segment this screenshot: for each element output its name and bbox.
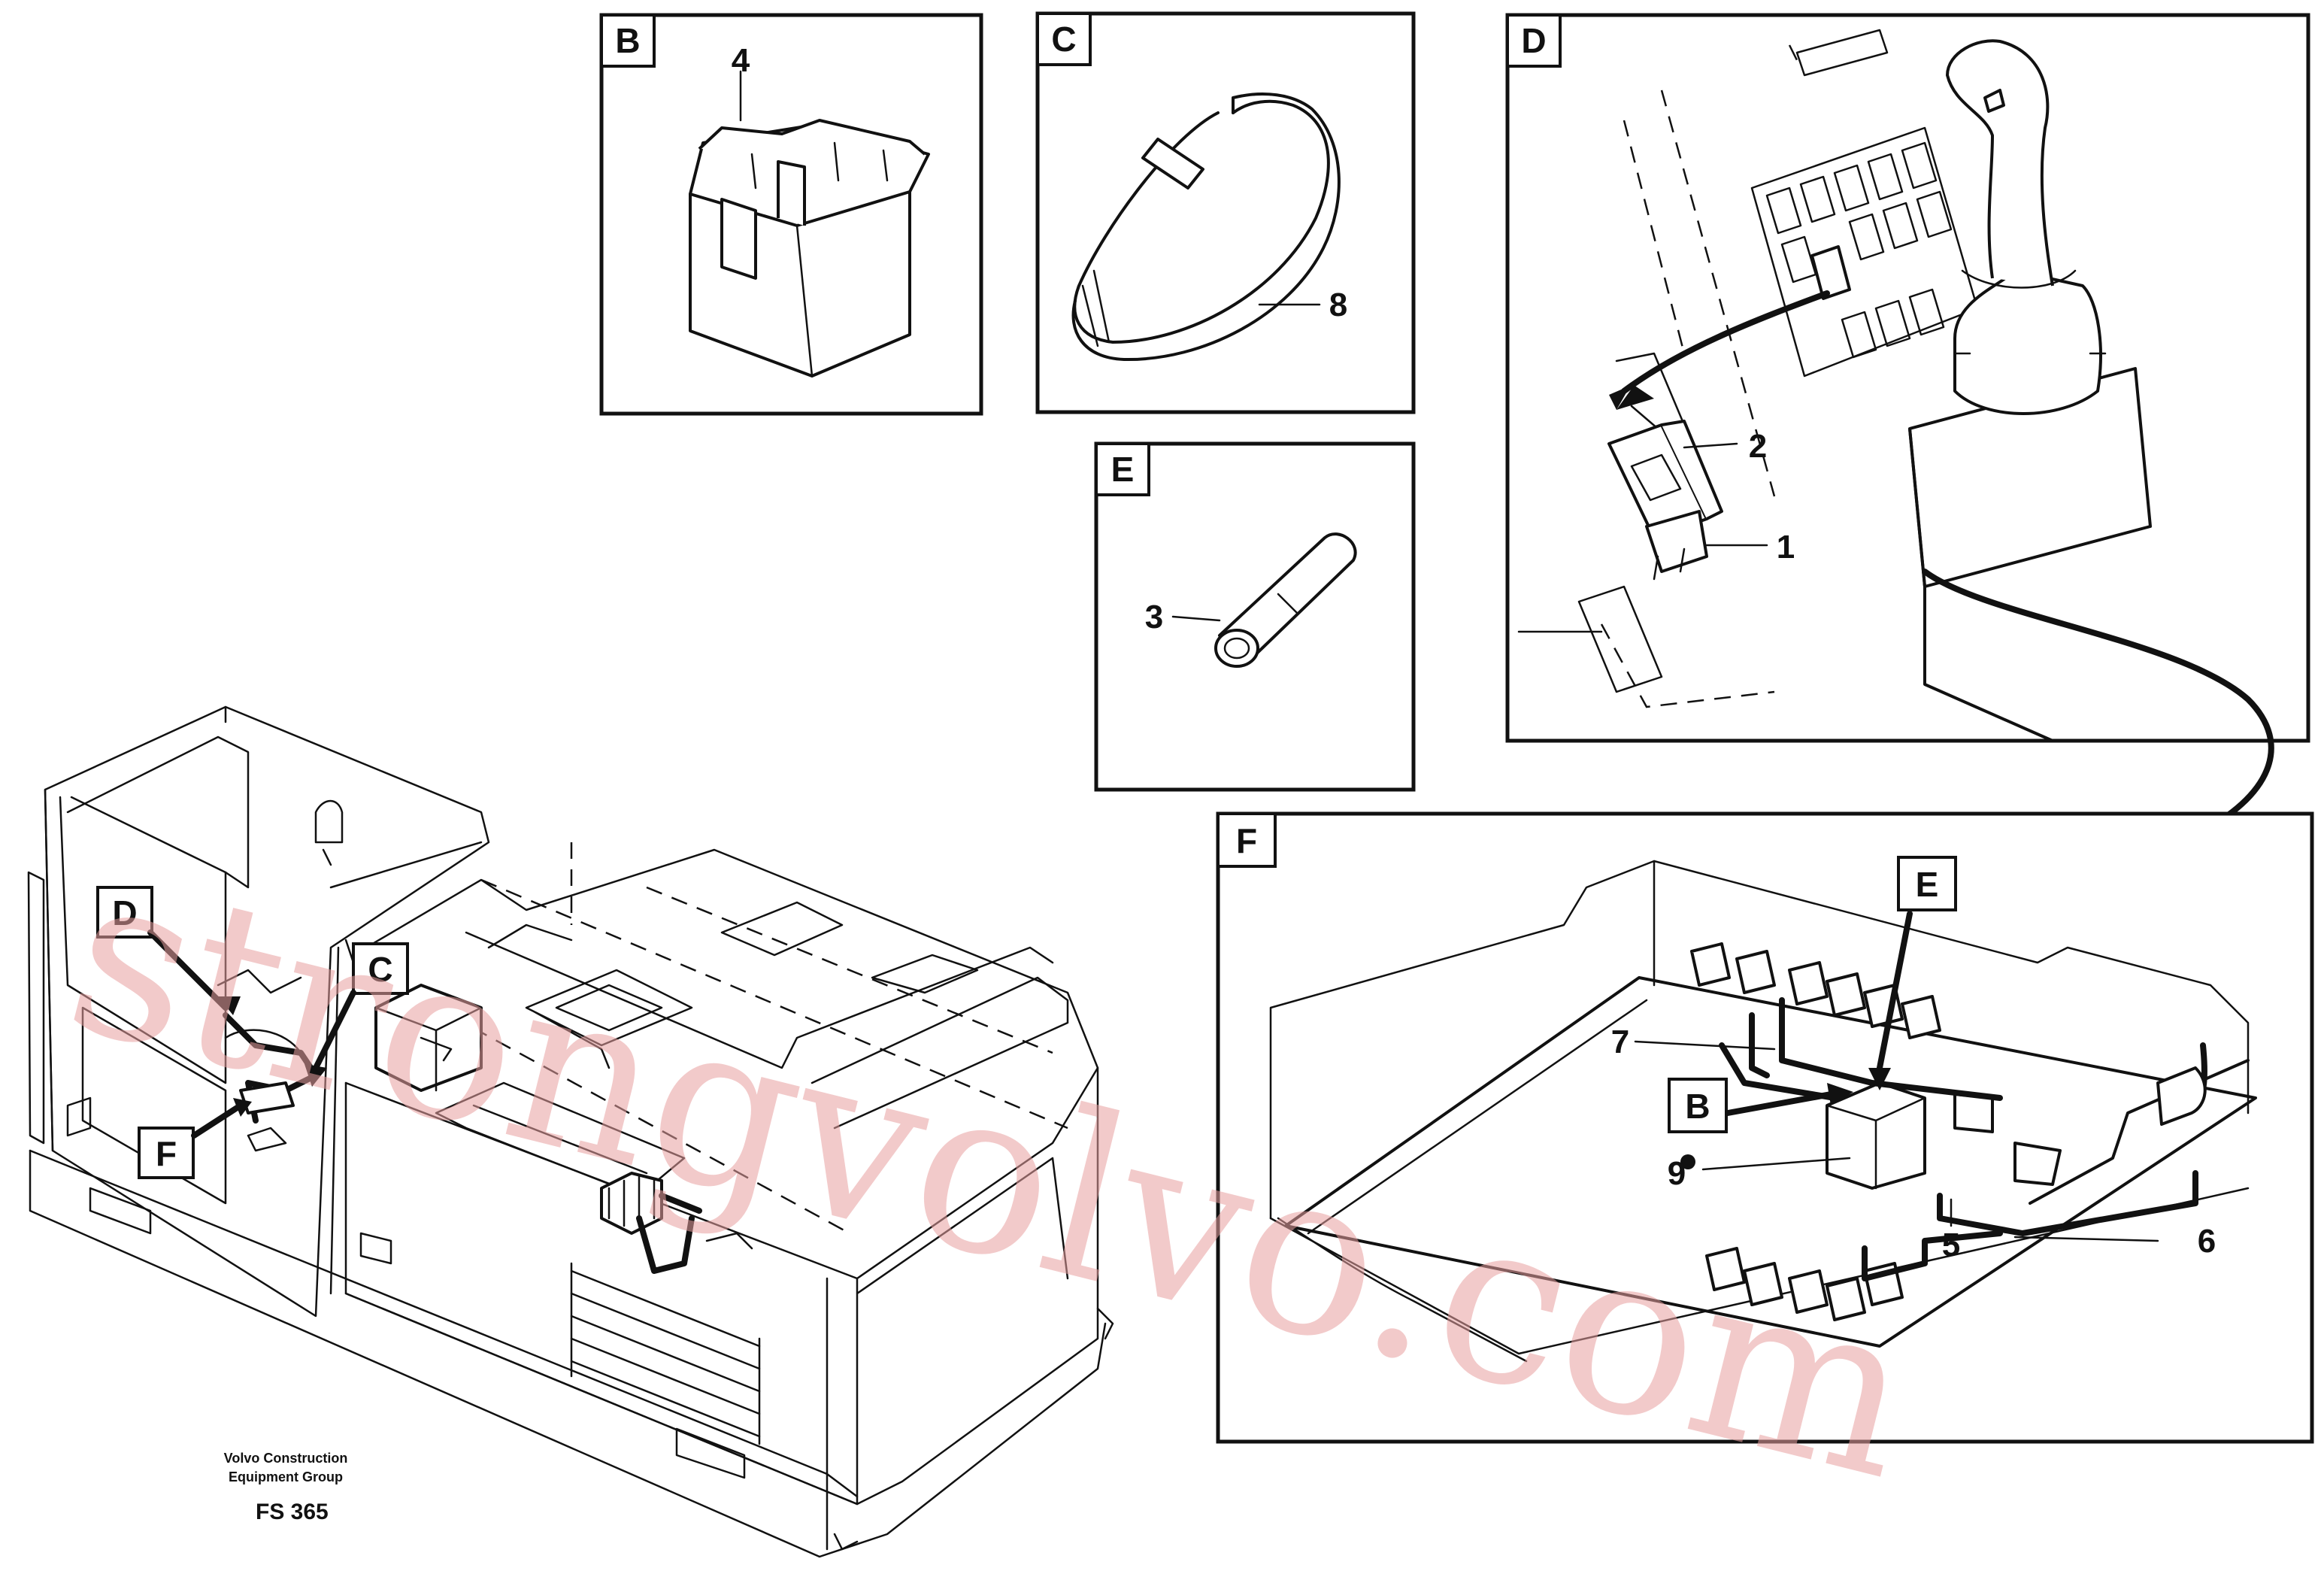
callout-e-tag bbox=[1897, 856, 1957, 911]
leader-6 bbox=[2013, 1236, 2159, 1242]
excavator-superstructure bbox=[27, 705, 1114, 1558]
callout-b-letter: B bbox=[1685, 1087, 1710, 1126]
part-number-8: 8 bbox=[1329, 287, 1347, 323]
switch-grid bbox=[1765, 141, 1953, 359]
part-number-7: 7 bbox=[1611, 1024, 1629, 1060]
fuse-block bbox=[600, 1172, 753, 1274]
overview-callout-d-arrowhead bbox=[218, 996, 241, 1015]
part-number-3: 3 bbox=[1145, 599, 1163, 635]
callout-e-letter: E bbox=[1916, 865, 1939, 904]
callout-b-arrow bbox=[1725, 1091, 1834, 1116]
callout-b-tag bbox=[1668, 1078, 1728, 1133]
butt-connector bbox=[1214, 532, 1357, 668]
part-number-6: 6 bbox=[2198, 1223, 2216, 1260]
overview-callout-f-line bbox=[191, 1102, 244, 1139]
overview-callout-f-tag bbox=[138, 1127, 195, 1179]
callout-e-arrow bbox=[1877, 911, 1913, 1071]
harness-routing bbox=[1719, 997, 2250, 1281]
hidden-edges bbox=[353, 842, 1068, 1235]
panel-b-tag bbox=[600, 14, 656, 68]
panel-f-tag bbox=[1217, 812, 1277, 868]
joystick bbox=[1908, 39, 2152, 742]
panel-c-tag bbox=[1036, 12, 1092, 66]
rocker-switch bbox=[1607, 420, 1723, 581]
panel-f: F 7 9 bbox=[1216, 811, 2314, 1444]
leader-dot bbox=[1680, 1154, 1695, 1169]
panel-d-letter: D bbox=[1521, 21, 1546, 60]
overview-callout-c-letter: C bbox=[368, 950, 392, 989]
panel-e: E 3 bbox=[1094, 441, 1416, 792]
part-number-4: 4 bbox=[732, 42, 750, 79]
relay-box bbox=[689, 119, 930, 378]
leader-7 bbox=[1634, 1040, 1776, 1051]
part-number-2: 2 bbox=[1749, 428, 1767, 465]
panel-c: C 8 bbox=[1035, 11, 1416, 414]
panel-e-tag bbox=[1095, 442, 1150, 496]
overview-callout-f: F bbox=[138, 1098, 252, 1179]
overview-callout-d: D bbox=[96, 886, 241, 1015]
panel-b-letter: B bbox=[615, 21, 640, 60]
overview-callout-c-tag bbox=[352, 942, 409, 995]
panel-d: D bbox=[1505, 13, 2310, 743]
panel-d-tag bbox=[1506, 14, 1562, 68]
overview-callout-d-tag bbox=[96, 886, 153, 939]
callout-b-arrowhead bbox=[1827, 1083, 1853, 1105]
battery-box bbox=[374, 984, 483, 1092]
panel-e-letter: E bbox=[1111, 450, 1135, 489]
publisher-line-2: Equipment Group bbox=[229, 1469, 343, 1484]
overview-callout-c: C bbox=[305, 942, 409, 1087]
part-number-1: 1 bbox=[1777, 529, 1795, 566]
panel-c-letter: C bbox=[1051, 20, 1076, 59]
arrow-head bbox=[1609, 384, 1654, 410]
leader-2 bbox=[1683, 442, 1738, 449]
overview-callout-c-arrowhead bbox=[305, 1064, 327, 1087]
removal-arrow bbox=[1621, 290, 1830, 394]
installed-relay bbox=[1826, 1081, 2062, 1190]
engine-hood bbox=[435, 901, 1069, 1197]
leader-9 bbox=[1701, 1157, 1851, 1171]
callout-e-arrowhead bbox=[1868, 1068, 1891, 1090]
overview-callout-d-letter: D bbox=[112, 893, 137, 933]
figure-code: FS 365 bbox=[256, 1500, 329, 1524]
cable-tie bbox=[1071, 92, 1341, 362]
overview-callout-f-letter: F bbox=[156, 1134, 177, 1173]
part-number-5: 5 bbox=[1942, 1227, 1960, 1263]
overview-callout-c-line bbox=[313, 990, 356, 1071]
access-doors bbox=[570, 1262, 829, 1475]
relay-row-back bbox=[1690, 942, 1941, 1039]
overview-callout-f-arrowhead bbox=[233, 1098, 252, 1117]
panel-f-letter: F bbox=[1236, 821, 1257, 860]
overview-callout-d-line bbox=[147, 930, 229, 1011]
electrical-compartment bbox=[1269, 860, 2257, 1363]
leader-3 bbox=[1171, 615, 1221, 622]
publisher-line-1: Volvo Construction bbox=[224, 1451, 348, 1466]
house-body bbox=[29, 848, 1114, 1558]
panel-b: B 4 bbox=[599, 13, 983, 416]
part-number-9: 9 bbox=[1668, 1155, 1686, 1192]
relay-row-front bbox=[1705, 1247, 1904, 1321]
